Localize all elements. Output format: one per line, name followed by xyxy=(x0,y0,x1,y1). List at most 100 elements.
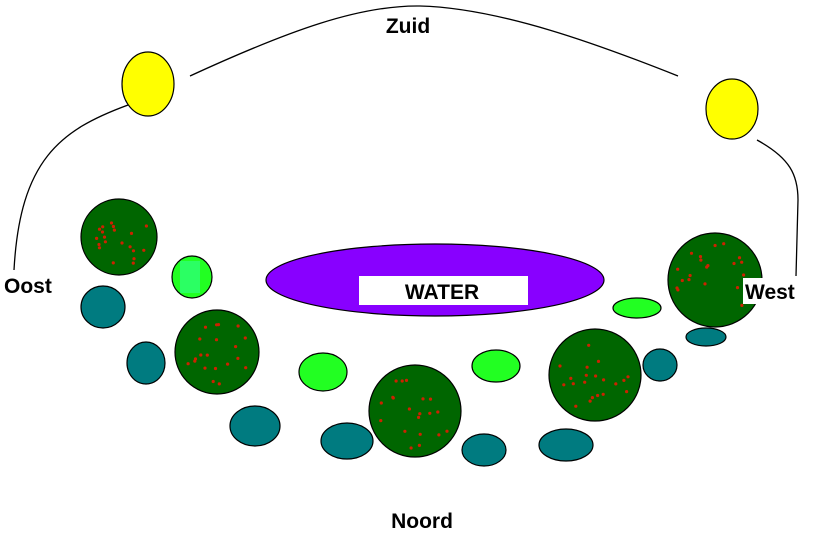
tree-speckle xyxy=(626,375,630,379)
tree-speckle xyxy=(379,419,383,423)
tree-speckle xyxy=(699,258,703,262)
tree-speckle xyxy=(421,397,425,401)
tree-speckle xyxy=(588,399,592,403)
tree-speckle xyxy=(226,362,230,366)
tree-speckle xyxy=(400,379,404,383)
tree-speckle xyxy=(703,282,707,286)
tree-speckle xyxy=(103,240,107,244)
tree-speckle xyxy=(594,374,598,378)
tree-speckle xyxy=(198,337,202,341)
shrub xyxy=(80,285,126,329)
shrub xyxy=(685,327,727,347)
tree-speckle xyxy=(740,303,744,307)
tree-speckle xyxy=(698,255,703,259)
tree-speckle xyxy=(713,243,717,248)
tree-speckle xyxy=(602,378,606,382)
shrub xyxy=(320,422,374,460)
tree-speckle xyxy=(112,228,116,232)
shrub xyxy=(461,433,507,467)
tree xyxy=(368,364,462,458)
sun-path-east xyxy=(13,104,129,271)
shrub xyxy=(126,341,166,385)
water-label-box xyxy=(359,276,528,305)
tree-speckle xyxy=(587,343,591,347)
tree-speckle xyxy=(199,353,203,357)
tree-speckle xyxy=(243,336,247,340)
tree-speckle xyxy=(97,227,102,231)
tree-speckle xyxy=(574,404,578,408)
tree-speckle xyxy=(111,261,115,265)
tree-speckle xyxy=(722,242,726,246)
tree-speckle xyxy=(142,248,146,252)
tree-speckle xyxy=(562,383,566,387)
tree-speckle xyxy=(109,221,114,225)
label-south: Zuid xyxy=(386,15,430,38)
light-plant xyxy=(298,352,348,392)
tree-speckle xyxy=(732,261,736,266)
tree-speckle xyxy=(596,393,600,398)
tree-speckle xyxy=(131,261,135,265)
tree-speckle xyxy=(445,429,449,433)
tree-speckle xyxy=(675,286,679,290)
tree-speckle xyxy=(215,323,219,327)
tree-speckle xyxy=(128,245,132,249)
sun-path-west xyxy=(756,139,799,277)
tree-speckle xyxy=(437,433,441,437)
label-west-box xyxy=(743,278,803,304)
tree-speckle xyxy=(213,366,218,371)
tree-speckle xyxy=(391,395,395,399)
tree-speckle xyxy=(584,373,588,377)
tree-speckle xyxy=(236,356,240,360)
tree-speckle xyxy=(131,249,136,253)
light-plant xyxy=(471,349,521,383)
tree xyxy=(174,309,260,395)
tree-speckle xyxy=(144,224,148,228)
shrub xyxy=(538,428,594,462)
tree-speckle xyxy=(203,325,208,329)
shrub xyxy=(229,405,281,447)
tree-speckle xyxy=(742,273,746,277)
tree-speckle xyxy=(244,366,248,370)
tree-speckle xyxy=(737,256,742,260)
water-label: WATER xyxy=(405,281,479,304)
tree-speckle xyxy=(407,407,411,411)
tree-speckle xyxy=(394,379,398,383)
tree-speckle xyxy=(97,246,102,250)
tree-speckle xyxy=(111,224,115,229)
tree-speckle xyxy=(403,429,407,433)
tree-speckle xyxy=(687,278,691,282)
light-plant-highlight xyxy=(180,261,200,293)
tree-speckle xyxy=(95,236,99,240)
tree-speckle xyxy=(689,251,694,255)
tree-speckle xyxy=(436,410,440,414)
tree-speckle xyxy=(676,267,680,271)
tree-speckle xyxy=(102,235,107,239)
tree-speckle xyxy=(590,396,595,400)
light-plant xyxy=(612,297,662,319)
tree-speckle xyxy=(101,225,105,229)
tree-speckle xyxy=(234,345,238,349)
tree-speckle xyxy=(601,392,605,396)
tree-speckle xyxy=(417,415,421,419)
tree-speckle xyxy=(409,446,413,450)
tree-speckle xyxy=(205,353,209,357)
tree-speckle xyxy=(569,376,573,380)
tree-speckle xyxy=(680,278,684,283)
tree-speckle xyxy=(735,286,740,290)
tree-speckle xyxy=(706,264,710,268)
sun-east xyxy=(121,51,175,117)
tree-speckle xyxy=(625,390,629,394)
sun-west xyxy=(705,78,759,140)
tree-speckle xyxy=(193,357,198,361)
tree-speckle xyxy=(404,378,409,382)
tree-speckle xyxy=(214,338,219,342)
tree-speckle xyxy=(100,230,105,234)
sun-path-top xyxy=(189,5,679,77)
tree-speckle xyxy=(428,411,432,415)
label-north: Noord xyxy=(391,510,453,533)
tree-speckle xyxy=(211,379,215,384)
tree-speckle xyxy=(558,364,562,368)
tree-speckle xyxy=(428,397,433,401)
label-west: West xyxy=(745,281,795,304)
